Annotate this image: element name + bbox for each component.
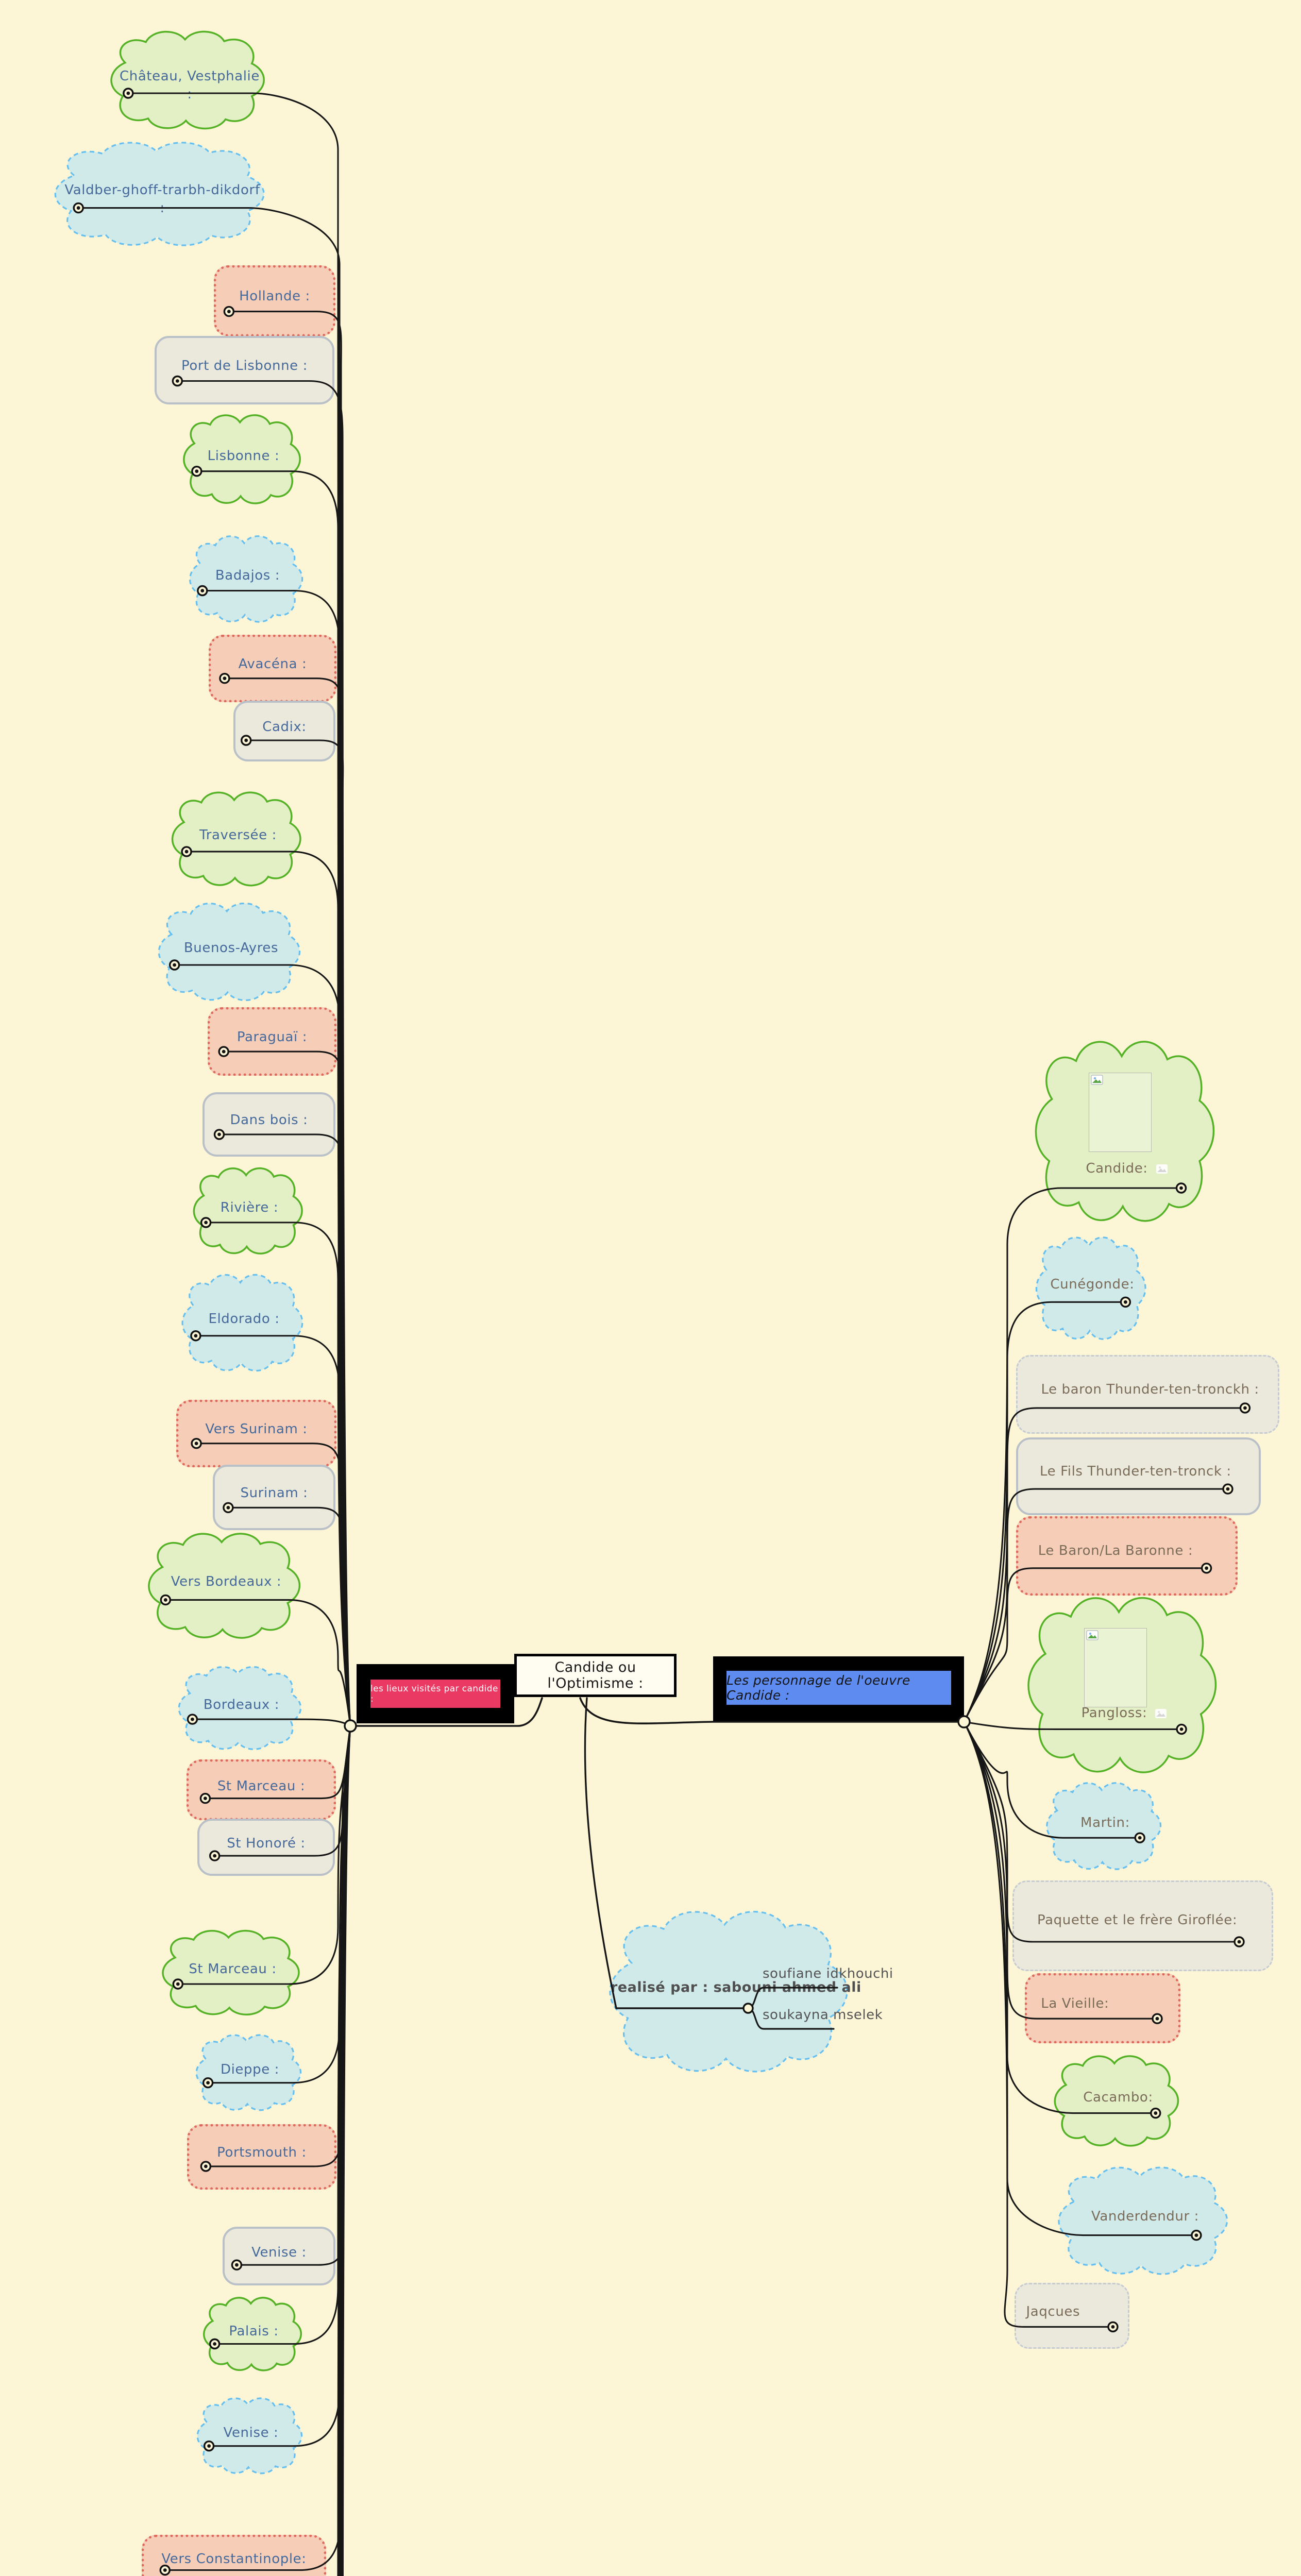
branch-anchor bbox=[344, 1719, 357, 1733]
node-label: Valdber-ghoff-trarbh-dikdorf : bbox=[64, 182, 260, 216]
credit-child-2[interactable]: soukayna mselek bbox=[763, 2007, 883, 2023]
node-label: La Vieille: bbox=[1041, 1996, 1109, 2012]
node-buenos-ayres[interactable]: Buenos-Ayres bbox=[155, 900, 308, 1003]
node-vers-surinam[interactable]: Vers Surinam : bbox=[176, 1400, 336, 1467]
node-label: Buenos-Ayres bbox=[183, 940, 279, 956]
left-branch-root-label: les lieux visités par candide : bbox=[370, 1683, 498, 1704]
node-chateau-vestphalie[interactable]: Château, Vestphalie : bbox=[107, 28, 273, 131]
node-label: Port de Lisbonne : bbox=[181, 358, 308, 374]
node-paraguai[interactable]: Paraguaï : bbox=[208, 1007, 336, 1076]
node-label: Paraguaï : bbox=[236, 1029, 308, 1045]
node-label: Lisbonne : bbox=[207, 448, 280, 464]
node-st-honore[interactable]: St Honoré : bbox=[197, 1819, 335, 1876]
node-cadix[interactable]: Cadix: bbox=[233, 701, 335, 761]
node-candide[interactable]: Candide: bbox=[1030, 1036, 1224, 1226]
node-vanderdendur[interactable]: Vanderdendur : bbox=[1054, 2164, 1237, 2277]
right-branch-root[interactable]: Les personnage de l'oeuvre Candide : bbox=[713, 1656, 964, 1722]
node-label: Traversée : bbox=[199, 827, 277, 843]
node-traversee[interactable]: Traversée : bbox=[168, 789, 308, 888]
broken-image-placeholder bbox=[1084, 1628, 1147, 1708]
left-branch-root[interactable]: les lieux visités par candide : bbox=[357, 1664, 514, 1723]
node-label: Vers Constantinople: bbox=[161, 2551, 307, 2567]
node-label: Bordeaux : bbox=[203, 1697, 280, 1713]
node-label: Hollande : bbox=[239, 289, 310, 304]
node-label: Vanderdendur : bbox=[1091, 2209, 1199, 2225]
node-paquette-et-le-frere-giroflee[interactable]: Paquette et le frère Giroflée: bbox=[1012, 1880, 1273, 1971]
node-riviere[interactable]: Rivière : bbox=[191, 1165, 308, 1256]
node-le-baron-la-baronne[interactable]: Le Baron/La Baronne : bbox=[1016, 1516, 1238, 1596]
node-hollande[interactable]: Hollande : bbox=[214, 265, 335, 336]
node-valdber-ghoff-trarbh-dikdorf[interactable]: Valdber-ghoff-trarbh-dikdorf : bbox=[49, 139, 276, 248]
node-label: Rivière : bbox=[220, 1199, 279, 1215]
root-node[interactable]: Candide ou l'Optimisme : bbox=[514, 1654, 677, 1697]
node-le-baron-thunder-ten-tronckh[interactable]: Le baron Thunder-ten-tronckh : bbox=[1016, 1355, 1279, 1434]
node-label: Eldorado : bbox=[208, 1311, 280, 1327]
node-st-marceau[interactable]: St Marceau : bbox=[159, 1928, 307, 2017]
node-label: Château, Vestphalie : bbox=[120, 69, 260, 103]
node-dans-bois[interactable]: Dans bois : bbox=[202, 1092, 335, 1157]
node-vers-bordeaux[interactable]: Vers Bordeaux : bbox=[144, 1530, 308, 1641]
broken-image-icon bbox=[1091, 1075, 1103, 1085]
node-pangloss[interactable]: Pangloss: bbox=[1023, 1592, 1226, 1777]
node-label: Cadix: bbox=[262, 719, 307, 735]
right-branch-root-label: Les personnage de l'oeuvre Candide : bbox=[726, 1673, 910, 1703]
node-label: Venise : bbox=[223, 2425, 279, 2441]
node-martin[interactable]: Martin: bbox=[1043, 1780, 1167, 1872]
node-label: Le baron Thunder-ten-tronckh : bbox=[1041, 1381, 1259, 1397]
node-venise[interactable]: Venise : bbox=[194, 2396, 308, 2476]
node-label: Portsmouth : bbox=[217, 2145, 307, 2161]
node-label: Dieppe : bbox=[220, 2061, 280, 2077]
node-lisbonne[interactable]: Lisbonne : bbox=[180, 412, 307, 506]
node-st-marceau[interactable]: St Marceau : bbox=[187, 1759, 336, 1820]
node-eldorado[interactable]: Eldorado : bbox=[179, 1272, 309, 1374]
node-port-de-lisbonne[interactable]: Port de Lisbonne : bbox=[155, 336, 334, 404]
node-label: Badajos : bbox=[215, 568, 280, 584]
node-label: Avacéna : bbox=[238, 656, 307, 672]
node-label: Martin: bbox=[1080, 1815, 1130, 1831]
node-label: Vers Bordeaux : bbox=[171, 1574, 282, 1590]
node-label: St Marceau : bbox=[217, 1778, 306, 1794]
node-badajos[interactable]: Badajos : bbox=[187, 533, 309, 624]
node-surinam[interactable]: Surinam : bbox=[213, 1465, 335, 1530]
node-label: Venise : bbox=[251, 2244, 307, 2260]
credit-child-1[interactable]: soufiane idkhouchi bbox=[763, 1966, 893, 1981]
node-avacena[interactable]: Avacéna : bbox=[209, 635, 336, 702]
node-jaqcues[interactable]: Jaqcues bbox=[1015, 2283, 1129, 2349]
node-bordeaux[interactable]: Bordeaux : bbox=[175, 1664, 308, 1752]
node-label: Pangloss: bbox=[1033, 1704, 1216, 1722]
image-icon bbox=[1154, 1708, 1168, 1719]
node-portsmouth[interactable]: Portsmouth : bbox=[187, 2124, 336, 2190]
node-label: Cacambo: bbox=[1083, 2089, 1153, 2105]
node-label: Le Baron/La Baronne : bbox=[1038, 1543, 1193, 1559]
image-icon bbox=[1155, 1164, 1169, 1174]
node-label: Cunégonde: bbox=[1050, 1276, 1135, 1292]
node-label: Surinam : bbox=[240, 1485, 308, 1501]
node-la-vieille[interactable]: La Vieille: bbox=[1025, 1973, 1180, 2043]
broken-image-placeholder bbox=[1088, 1073, 1152, 1153]
node-palais[interactable]: Palais : bbox=[201, 2295, 307, 2372]
node-label: Vers Surinam : bbox=[205, 1421, 308, 1437]
root-node-label: Candide ou l'Optimisme : bbox=[547, 1659, 644, 1691]
node-le-fils-thunder-ten-tronck[interactable]: Le Fils Thunder-ten-tronck : bbox=[1016, 1437, 1261, 1515]
node-label: St Honoré : bbox=[227, 1836, 306, 1852]
node-label: St Marceau : bbox=[189, 1961, 277, 1977]
node-label: Paquette et le frère Giroflée: bbox=[1037, 1912, 1238, 1928]
node-label: Le Fils Thunder-ten-tronck : bbox=[1040, 1463, 1231, 1479]
node-label: Candide: bbox=[1040, 1160, 1214, 1178]
node-dieppe[interactable]: Dieppe : bbox=[193, 2032, 307, 2112]
broken-image-icon bbox=[1086, 1630, 1099, 1640]
node-label: Jaqcues bbox=[1026, 2303, 1080, 2319]
node-label: Palais : bbox=[229, 2323, 279, 2339]
node-vers-constantinople[interactable]: Vers Constantinople: bbox=[142, 2535, 326, 2576]
node-label: Dans bois : bbox=[230, 1112, 308, 1128]
node-cunegonde[interactable]: Cunégonde: bbox=[1033, 1234, 1152, 1342]
node-venise[interactable]: Venise : bbox=[223, 2227, 335, 2285]
credit-label: realisé par : sabouni ahmed ali bbox=[611, 1979, 861, 1995]
node-cacambo[interactable]: Cacambo: bbox=[1051, 2053, 1185, 2148]
